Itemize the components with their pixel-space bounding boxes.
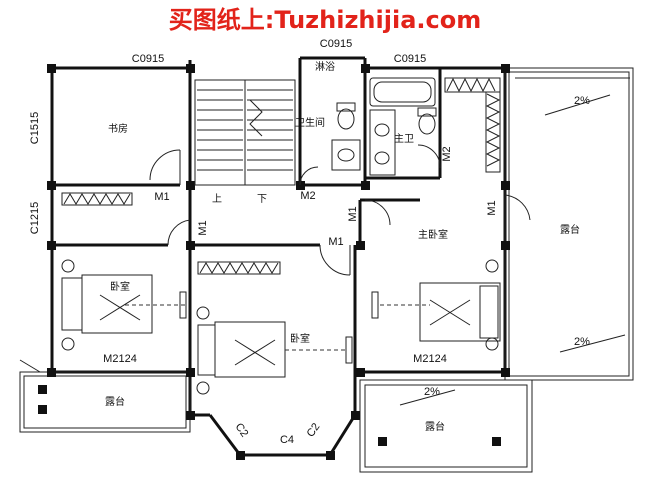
door-code-m2124-right: M2124	[413, 353, 447, 365]
terrace	[504, 67, 634, 381]
stair-down-label: 下	[257, 194, 267, 205]
bed-master	[419, 259, 501, 351]
room-bedroom-left: 卧室	[110, 280, 130, 293]
room-master-bedroom: 主卧室	[418, 228, 448, 241]
banner-text: 买图纸上:Tuzhizhijia.com	[169, 6, 481, 34]
window-code-c2-left: C2	[233, 421, 251, 439]
room-bedroom-center: 卧室	[290, 332, 310, 345]
bed-center	[196, 306, 286, 395]
room-bathroom: 卫生间	[295, 116, 325, 129]
room-terrace: 露台	[560, 223, 580, 236]
stair-up-label: 上	[212, 193, 222, 205]
window-code-c0915-left: C0915	[132, 53, 164, 65]
slope-label-balcony-right: 2%	[424, 386, 440, 398]
bath-fixtures	[331, 77, 437, 176]
window-code-c2-right: C2	[305, 421, 323, 439]
wardrobe-center	[197, 261, 281, 275]
room-study: 书房	[108, 122, 128, 135]
columns	[47, 64, 510, 460]
window-code-c1215: C1215	[29, 202, 41, 234]
slope-label-terrace-bottom: 2%	[574, 336, 590, 348]
door-code-m1-terrace: M1	[486, 200, 498, 215]
slope-label-terrace-top: 2%	[574, 95, 590, 107]
window-code-c1515: C1515	[29, 112, 41, 144]
door-code-m2-master-bath: M2	[441, 146, 453, 161]
slope-marker-terrace-top: 2%	[544, 94, 611, 116]
tv-sightlines	[125, 291, 430, 364]
room-balcony-right: 露台	[425, 420, 445, 433]
window-code-c0915-right: C0915	[394, 53, 426, 65]
bed-left	[61, 259, 153, 351]
door-code-m1-study: M1	[154, 191, 169, 203]
wardrobe-study	[61, 192, 133, 206]
door-code-m1-master: M1	[347, 206, 359, 221]
door-code-m2-bath: M2	[300, 190, 315, 202]
room-master-bath: 主卫	[394, 133, 414, 145]
room-balcony-left: 露台	[105, 395, 125, 408]
door-code-m2124-left: M2124	[103, 353, 137, 365]
slope-marker-balcony-right: 2%	[399, 386, 456, 406]
balcony-right-outline	[359, 379, 533, 473]
window-code-c4: C4	[280, 434, 294, 446]
room-shower: 淋浴	[315, 60, 335, 73]
door-swings	[149, 144, 531, 276]
wardrobe-master	[444, 77, 501, 173]
door-code-m1-bedroom-center: M1	[328, 236, 343, 248]
balcony-left-outline	[19, 359, 191, 433]
window-code-c0915-top: C0915	[320, 38, 352, 50]
door-code-m1-bedroom-left: M1	[197, 220, 209, 235]
staircase	[194, 79, 296, 186]
slope-marker-terrace-bottom: 2%	[559, 334, 626, 353]
